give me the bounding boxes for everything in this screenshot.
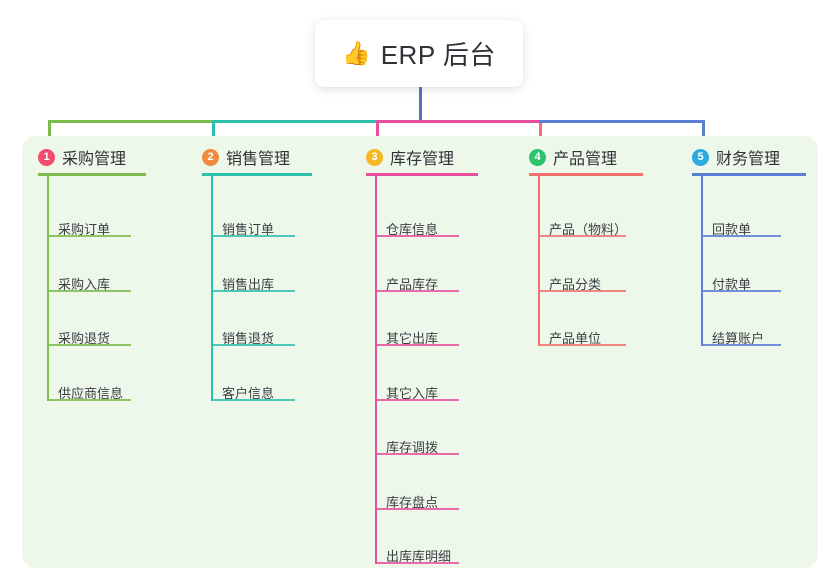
branch-spine <box>701 173 703 346</box>
branch-spine <box>211 173 213 401</box>
branch-title: 库存管理 <box>390 151 455 168</box>
branch-header-rule <box>202 173 312 176</box>
bus-segment <box>48 120 215 123</box>
branch-item[interactable]: 采购订单 <box>58 222 111 237</box>
branch-item-rule <box>211 235 295 237</box>
branch-item[interactable]: 销售订单 <box>222 222 275 237</box>
branch-item-rule <box>211 289 295 292</box>
branch-item[interactable]: 其它出库 <box>386 331 439 346</box>
trunk-connector <box>419 87 422 123</box>
branch-item[interactable]: 仓库信息 <box>386 222 439 237</box>
branch-item-rule <box>375 507 459 510</box>
branches-panel <box>22 136 818 568</box>
branch-item[interactable]: 销售出库 <box>222 276 275 292</box>
branch-header[interactable]: 4 产品管理 <box>529 145 617 169</box>
branch-item[interactable]: 付款单 <box>712 276 752 292</box>
branch-item-rule <box>375 235 459 237</box>
branch-item[interactable]: 产品（物料） <box>549 222 628 237</box>
bus-segment <box>212 120 379 123</box>
branch-header[interactable]: 5 财务管理 <box>692 145 780 169</box>
branch-item[interactable]: 客户信息 <box>222 385 275 401</box>
branch-title: 销售管理 <box>226 151 291 168</box>
branch-item-rule <box>211 398 295 401</box>
branch-item-rule <box>375 289 459 292</box>
branch-number-badge: 5 <box>692 148 709 166</box>
branch-item-rule <box>375 562 459 564</box>
branch-item-rule <box>47 289 131 292</box>
branch-drop-connector <box>212 120 215 150</box>
branch-drop-connector <box>702 120 705 150</box>
branch-item[interactable]: 采购退货 <box>58 331 111 346</box>
branch-number-badge: 1 <box>38 148 55 166</box>
bus-segment-end <box>539 120 705 123</box>
branch-header[interactable]: 2 销售管理 <box>202 145 290 169</box>
branch-item[interactable]: 产品库存 <box>386 276 439 292</box>
branch-item-rule <box>47 398 131 401</box>
branch-drop-connector <box>539 120 542 150</box>
branch-number-badge: 2 <box>202 148 219 166</box>
branch-item[interactable]: 产品分类 <box>549 276 602 292</box>
branch-header-rule <box>529 173 643 176</box>
branch-item-rule <box>701 344 781 346</box>
branch-title: 产品管理 <box>553 151 618 168</box>
branch-item-rule <box>211 344 295 346</box>
branch-item[interactable]: 库存盘点 <box>386 494 439 510</box>
branch-number-badge: 4 <box>529 148 546 166</box>
branch-header[interactable]: 3 库存管理 <box>366 145 454 169</box>
branch-item-rule <box>538 289 626 292</box>
branch-header[interactable]: 1 采购管理 <box>38 145 126 169</box>
branch-item[interactable]: 库存调拨 <box>386 440 439 455</box>
branch-item-rule <box>375 398 459 401</box>
branch-spine <box>47 173 49 401</box>
root-node-card[interactable]: 👍 ERP 后台 <box>315 20 523 87</box>
bus-segment <box>376 120 542 123</box>
branch-header-rule <box>38 173 146 176</box>
branch-title: 采购管理 <box>62 151 127 168</box>
branch-drop-connector <box>376 120 379 150</box>
branch-title: 财务管理 <box>716 151 781 168</box>
branch-item-rule <box>47 235 131 237</box>
branch-spine <box>375 173 377 564</box>
branch-item-rule <box>701 289 781 292</box>
branch-item[interactable]: 出库库明细 <box>386 549 452 564</box>
branch-item-rule <box>375 344 459 346</box>
branch-item[interactable]: 结算账户 <box>712 331 765 346</box>
branch-item[interactable]: 供应商信息 <box>58 385 124 401</box>
branch-item-rule <box>47 344 131 346</box>
thumbs-up-icon: 👍 <box>342 40 371 66</box>
branch-item[interactable]: 回款单 <box>712 222 752 237</box>
branch-item-rule <box>375 453 459 455</box>
branch-spine <box>538 173 540 346</box>
branch-header-rule <box>692 173 806 176</box>
branch-number-badge: 3 <box>366 148 383 166</box>
branch-item[interactable]: 销售退货 <box>222 331 275 346</box>
branch-item[interactable]: 产品单位 <box>549 331 602 346</box>
branch-item-rule <box>538 235 626 237</box>
branch-drop-connector <box>48 120 51 150</box>
branch-item[interactable]: 采购入库 <box>58 276 111 292</box>
branch-item-rule <box>701 235 781 237</box>
root-node-title: ERP 后台 <box>380 40 496 70</box>
branch-item-rule <box>538 344 626 346</box>
branch-item[interactable]: 其它入库 <box>386 385 439 401</box>
branch-header-rule <box>366 173 478 176</box>
